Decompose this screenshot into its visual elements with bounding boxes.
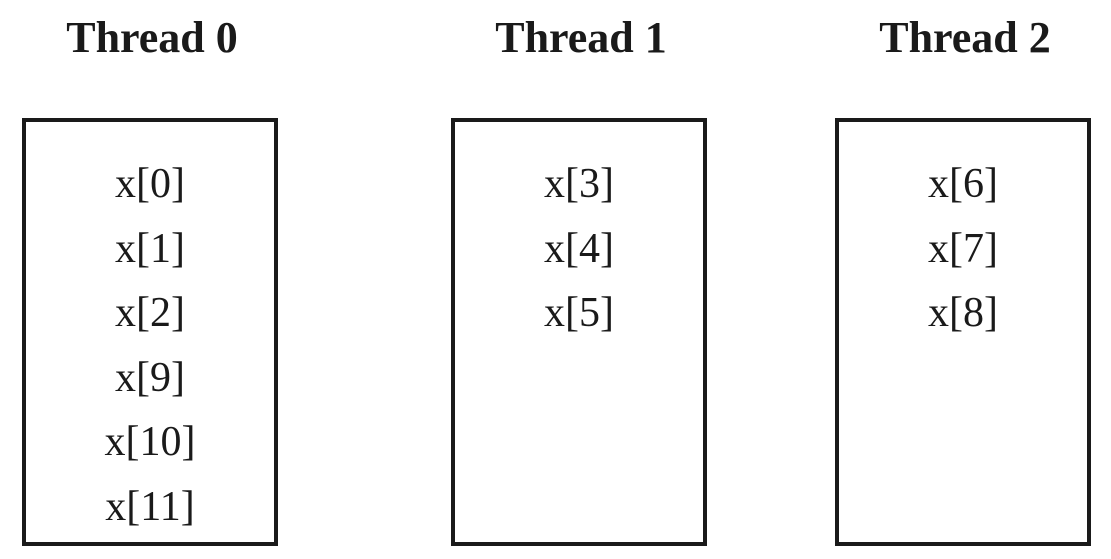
thread-0-title: Thread 0 xyxy=(66,13,238,62)
array-element: x[3] xyxy=(544,161,614,207)
array-element: x[9] xyxy=(115,354,185,401)
thread-1-element-list: x[3] x[4] x[5] xyxy=(455,152,703,346)
array-element: x[10] xyxy=(104,419,196,465)
array-element: x[6] xyxy=(928,161,998,207)
array-element: x[5] xyxy=(544,290,614,336)
array-element: x[11] xyxy=(105,483,195,530)
array-element: x[7] xyxy=(928,225,998,272)
thread-0-box: x[0] x[1] x[2] x[9] x[10] x[11] xyxy=(22,118,278,546)
array-element: x[4] xyxy=(544,225,614,272)
array-element: x[2] xyxy=(115,290,185,336)
thread-2-element-list: x[6] x[7] x[8] xyxy=(839,152,1087,346)
array-element: x[1] xyxy=(115,225,185,272)
thread-2-box: x[6] x[7] x[8] xyxy=(835,118,1091,546)
thread-1-box: x[3] x[4] x[5] xyxy=(451,118,707,546)
thread-1-title: Thread 1 xyxy=(495,13,667,62)
array-element: x[8] xyxy=(928,290,998,336)
array-element: x[0] xyxy=(115,161,185,207)
thread-2-title: Thread 2 xyxy=(879,13,1051,62)
thread-0-element-list: x[0] x[1] x[2] x[9] x[10] x[11] xyxy=(26,152,274,539)
